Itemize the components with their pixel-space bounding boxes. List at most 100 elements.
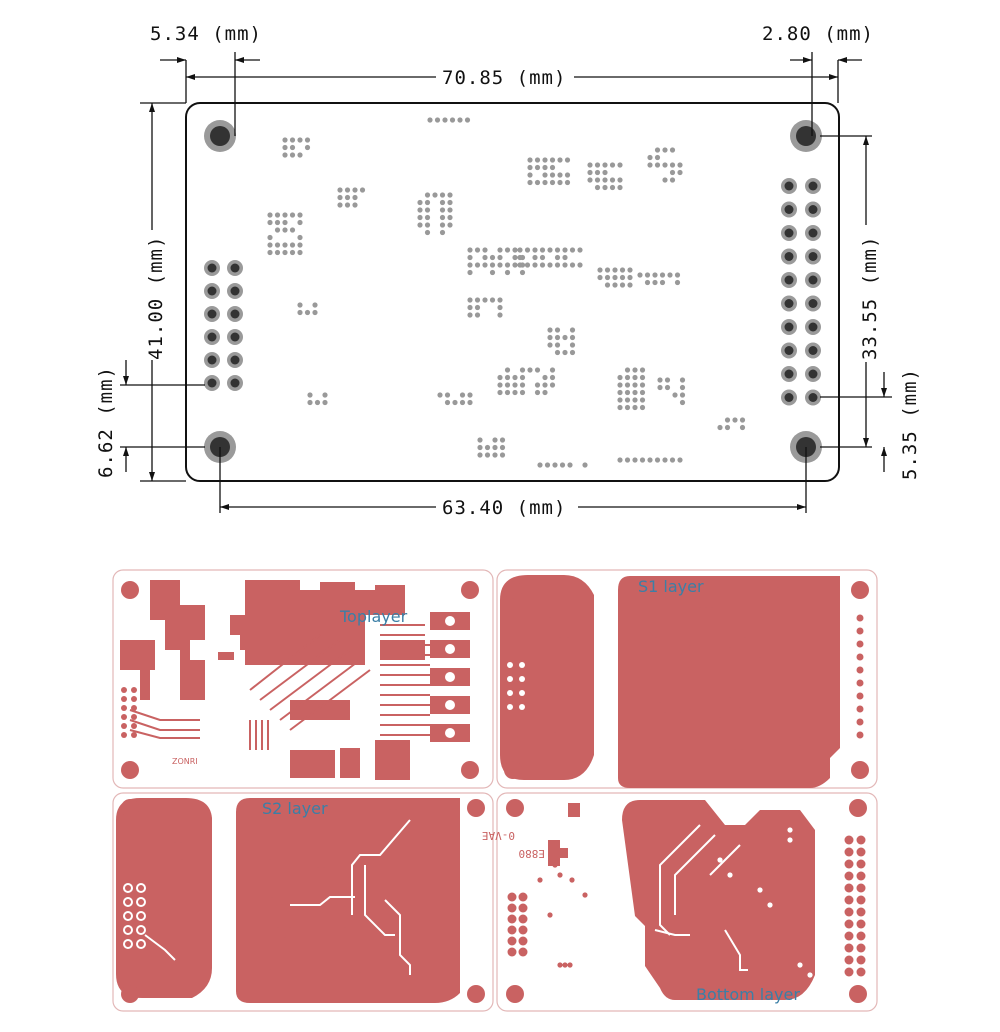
via xyxy=(274,249,281,256)
via xyxy=(562,349,568,356)
pad xyxy=(844,883,854,893)
via xyxy=(499,437,506,443)
via xyxy=(497,262,503,268)
via xyxy=(639,397,646,403)
via xyxy=(467,254,473,261)
via xyxy=(282,144,288,151)
via xyxy=(742,637,748,643)
via xyxy=(677,162,683,168)
via xyxy=(742,812,748,818)
pad-hole xyxy=(125,927,131,933)
via xyxy=(549,164,556,171)
header-hole xyxy=(784,205,794,214)
via xyxy=(489,269,496,276)
via xyxy=(569,334,576,341)
via xyxy=(512,389,518,396)
pad xyxy=(469,917,475,923)
via xyxy=(587,169,593,176)
panel-dot-pads xyxy=(121,587,866,998)
via xyxy=(617,404,623,411)
via xyxy=(274,242,281,248)
via xyxy=(439,207,446,213)
s1-layer-label: S1 layer xyxy=(638,577,704,596)
via xyxy=(639,367,646,373)
pad xyxy=(469,887,475,893)
pad xyxy=(844,967,854,977)
via xyxy=(639,404,646,411)
via xyxy=(647,162,653,168)
via xyxy=(732,417,738,423)
pad-hole xyxy=(138,927,144,933)
via xyxy=(322,392,328,398)
via xyxy=(547,247,553,253)
pad xyxy=(121,723,127,729)
via xyxy=(542,389,548,396)
via xyxy=(617,397,623,403)
via xyxy=(504,269,511,276)
via xyxy=(439,192,446,198)
via xyxy=(532,262,538,268)
pad xyxy=(844,835,854,845)
via xyxy=(657,747,663,753)
pad xyxy=(121,696,127,702)
via xyxy=(724,417,731,423)
via xyxy=(727,697,733,703)
via xyxy=(474,297,481,303)
via xyxy=(267,249,273,256)
header-hole xyxy=(207,309,217,319)
right-pin-header xyxy=(781,178,821,406)
via xyxy=(527,367,533,373)
via xyxy=(639,389,646,396)
via xyxy=(282,242,288,248)
pad xyxy=(518,892,528,902)
via xyxy=(617,177,623,183)
via xyxy=(269,897,275,903)
via xyxy=(449,117,456,123)
header-hole xyxy=(230,263,240,273)
via xyxy=(659,279,666,286)
via xyxy=(742,802,748,808)
pad-hole xyxy=(856,666,864,674)
via xyxy=(439,229,446,236)
via xyxy=(624,389,631,396)
via xyxy=(665,992,671,998)
pad xyxy=(460,847,466,853)
header-hole xyxy=(230,286,240,296)
via xyxy=(459,392,466,398)
header-hole xyxy=(230,355,240,365)
pad xyxy=(844,847,854,857)
via xyxy=(267,212,273,218)
via xyxy=(664,384,671,391)
header-hole xyxy=(230,332,240,342)
via xyxy=(267,859,273,865)
via xyxy=(527,172,533,178)
via xyxy=(639,374,646,381)
via xyxy=(424,199,431,206)
via xyxy=(557,179,563,186)
via xyxy=(282,249,288,256)
via xyxy=(352,194,358,201)
via xyxy=(417,207,423,213)
dim-top-right-offset: 2.80 (mm) xyxy=(762,23,874,45)
pad xyxy=(460,937,466,943)
via xyxy=(544,462,551,468)
pad-hole xyxy=(125,885,131,891)
via xyxy=(587,177,593,183)
via xyxy=(417,222,423,228)
via xyxy=(519,382,526,388)
via xyxy=(647,632,653,638)
via xyxy=(297,212,303,218)
header-hole xyxy=(808,393,818,402)
pad-hole xyxy=(856,653,864,661)
via xyxy=(767,587,773,593)
pad xyxy=(460,887,466,893)
via xyxy=(274,219,281,226)
via xyxy=(652,279,658,286)
pad xyxy=(856,907,866,917)
via xyxy=(617,389,623,396)
pad xyxy=(131,714,137,720)
via xyxy=(602,177,608,183)
via xyxy=(504,262,511,268)
via xyxy=(569,877,575,883)
via xyxy=(617,162,623,168)
